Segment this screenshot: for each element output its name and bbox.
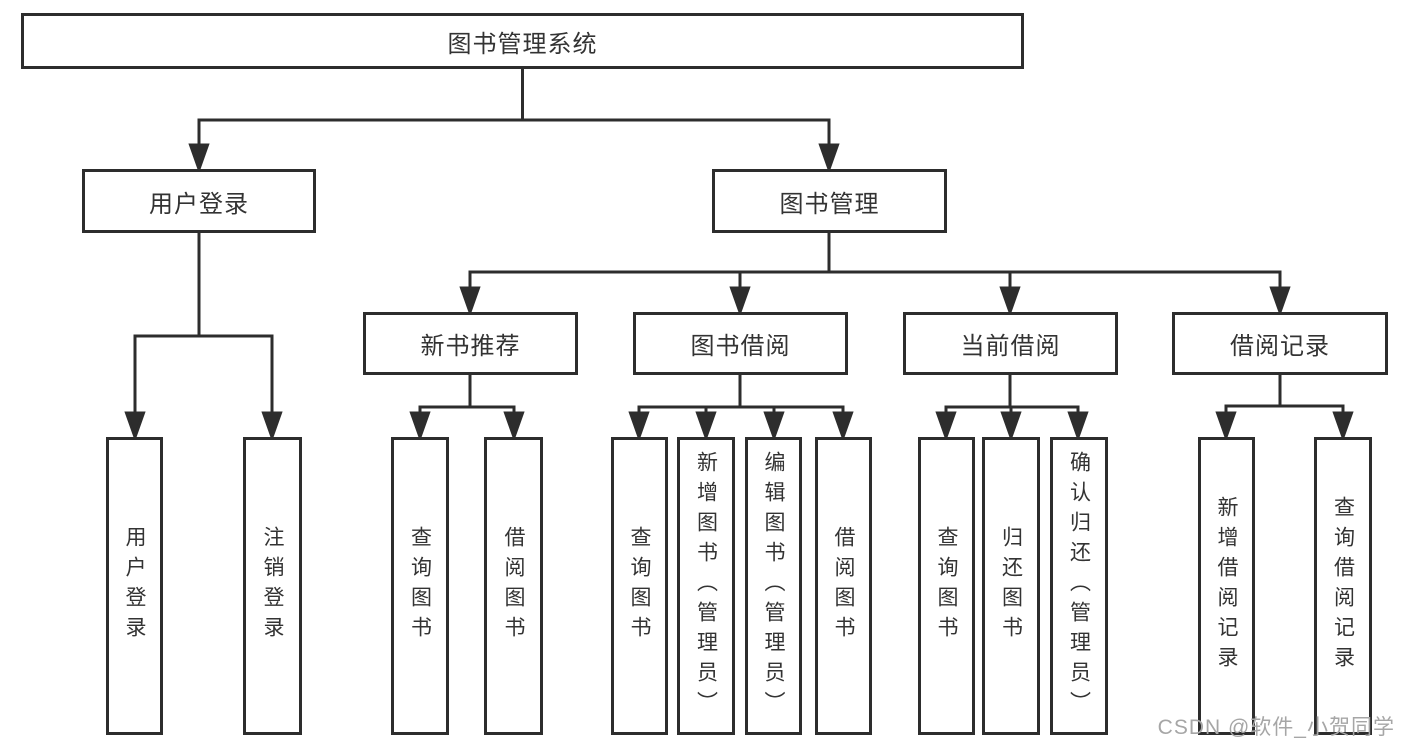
connector-borrow-records-to-leaves	[1215, 375, 1354, 442]
leaf-confirm-return-admin: 确认归还（管理员）	[1050, 437, 1108, 735]
node-label: 新书推荐	[420, 333, 521, 360]
leaf-label: 查询借阅记录	[1331, 496, 1355, 676]
connector-root-to-level2	[188, 69, 840, 174]
node-borrow-records: 借阅记录	[1172, 312, 1388, 375]
connector-book-management-to-level3	[459, 233, 1291, 317]
leaf-label: 归还图书	[999, 526, 1023, 646]
leaf-logout: 注销登录	[243, 437, 302, 735]
connector-user-login-to-leaves	[124, 233, 283, 442]
leaf-label: 借阅图书	[502, 526, 525, 646]
leaf-return-book: 归还图书	[982, 437, 1040, 735]
leaf-query-books-current: 查询图书	[918, 437, 975, 735]
leaf-label: 用户登录	[123, 526, 146, 646]
leaf-label: 新增图书（管理员）	[694, 451, 718, 721]
connector-current-borrow-to-leaves	[935, 375, 1089, 442]
leaf-add-book-admin: 新增图书（管理员）	[677, 437, 735, 735]
leaf-label: 新增借阅记录	[1215, 496, 1238, 676]
leaf-label: 确认归还（管理员）	[1067, 451, 1091, 721]
leaf-label: 借阅图书	[832, 526, 855, 646]
leaf-query-borrow-record: 查询借阅记录	[1314, 437, 1372, 735]
node-label: 用户登录	[149, 190, 249, 218]
leaf-label: 查询图书	[628, 526, 651, 646]
leaf-label: 查询图书	[408, 526, 432, 646]
leaf-query-books-recommend: 查询图书	[391, 437, 449, 735]
connector-new-book-recommend-to-leaves	[409, 375, 525, 442]
node-label: 借阅记录	[1230, 333, 1330, 360]
node-label: 图书管理系统	[447, 30, 598, 58]
leaf-query-books-borrow: 查询图书	[611, 437, 668, 735]
node-label: 图书借阅	[690, 333, 791, 360]
leaf-label: 查询图书	[935, 526, 958, 646]
leaf-borrow-books-recommend: 借阅图书	[484, 437, 543, 735]
leaf-borrow-book: 借阅图书	[815, 437, 872, 735]
node-current-borrow: 当前借阅	[903, 312, 1118, 375]
leaf-user-login: 用户登录	[106, 437, 163, 735]
leaf-label: 注销登录	[261, 526, 284, 646]
node-book-borrow: 图书借阅	[633, 312, 848, 375]
node-new-book-recommend: 新书推荐	[363, 312, 578, 375]
node-user-login: 用户登录	[82, 169, 316, 233]
leaf-label: 编辑图书（管理员）	[762, 451, 785, 721]
connector-book-borrow-to-leaves	[628, 375, 854, 442]
leaf-add-borrow-record: 新增借阅记录	[1198, 437, 1255, 735]
node-library-management-system: 图书管理系统	[21, 13, 1024, 69]
node-label: 当前借阅	[960, 333, 1061, 360]
node-label: 图书管理	[779, 190, 880, 218]
leaf-edit-book-admin: 编辑图书（管理员）	[745, 437, 802, 735]
csdn-watermark: CSDN @软件_小贺同学	[1157, 716, 1395, 739]
node-book-management: 图书管理	[712, 169, 947, 233]
